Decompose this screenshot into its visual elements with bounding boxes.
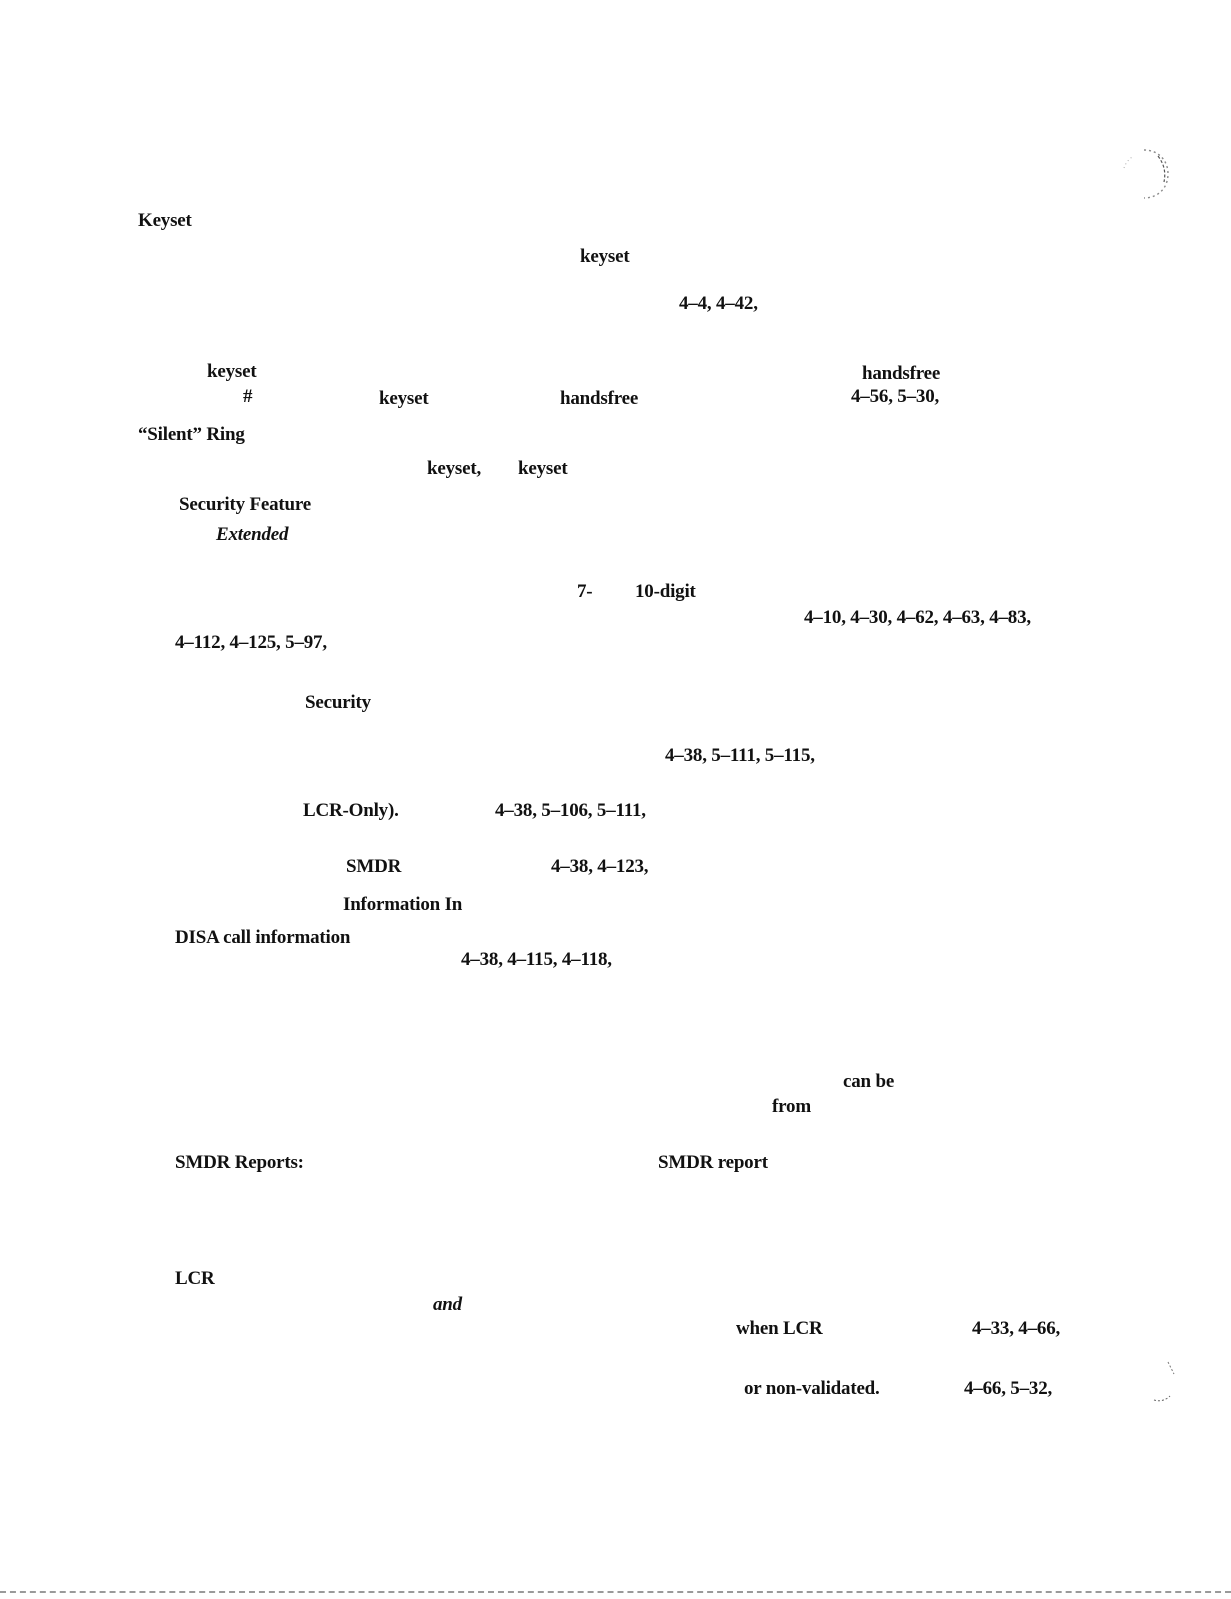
can-be: can be (843, 1071, 895, 1092)
page-references: 4–38, 5–111, 5–115, (665, 745, 815, 766)
and-word: and (433, 1294, 462, 1315)
security-feature-heading: Security Feature (179, 494, 312, 515)
seven-digit: 7- (577, 581, 593, 602)
keyset-word: keyset (518, 458, 568, 479)
disa-call-information: DISA call information (175, 927, 351, 948)
extended-word: Extended (216, 524, 289, 545)
silent-ring-heading: “Silent” Ring (138, 424, 245, 445)
smdr-reports-heading: SMDR Reports: (175, 1152, 304, 1173)
handsfree-word: handsfree (862, 363, 941, 384)
when-lcr: when LCR (736, 1318, 823, 1339)
page-references: 4–33, 4–66, (972, 1318, 1061, 1339)
keyset-word: keyset (580, 246, 630, 267)
information-in: Information In (343, 894, 463, 915)
page-references: 4–10, 4–30, 4–62, 4–63, 4–83, (804, 607, 1031, 628)
keyset-word: keyset, (427, 458, 482, 479)
smdr-word: SMDR (346, 856, 402, 877)
page-references: 4–4, 4–42, (679, 293, 758, 314)
page-references: 4–56, 5–30, (851, 386, 940, 407)
page-references: 4–38, 4–123, (551, 856, 649, 877)
from-word: from (772, 1096, 811, 1117)
smdr-report: SMDR report (658, 1152, 768, 1173)
page-references: 4–38, 5–106, 5–111, (495, 800, 646, 821)
page-references: 4–38, 4–115, 4–118, (461, 949, 612, 970)
page-references: 4–112, 4–125, 5–97, (175, 632, 327, 653)
bottom-scan-edge (0, 1591, 1231, 1595)
keyset-heading: Keyset (138, 210, 192, 231)
hash-symbol: # (243, 386, 253, 407)
ten-digit: 10-digit (635, 581, 696, 602)
lcr-only: LCR-Only). (303, 800, 399, 821)
keyset-word: keyset (379, 388, 429, 409)
lcr-heading: LCR (175, 1268, 215, 1289)
keyset-word: keyset (207, 361, 257, 382)
page-references: 4–66, 5–32, (964, 1378, 1053, 1399)
or-non-validated: or non-validated. (744, 1378, 880, 1399)
punch-hole-mark (1123, 149, 1169, 199)
scan-speck-mark (1153, 1361, 1175, 1402)
handsfree-word: handsfree (560, 388, 639, 409)
security-word: Security (305, 692, 371, 713)
